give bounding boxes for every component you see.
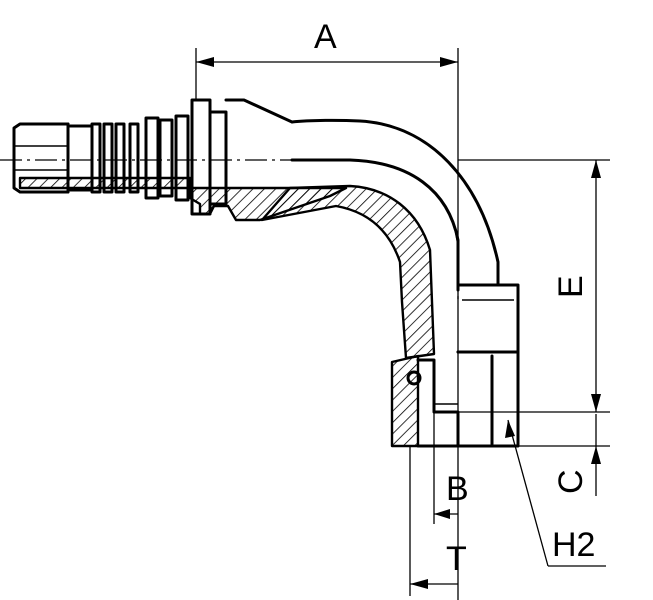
dimension-t (409, 446, 458, 596)
dimension-a (195, 48, 459, 600)
label-e: E (552, 275, 590, 298)
label-b: B (446, 470, 469, 508)
barb-ridges (90, 114, 190, 202)
section-hatch-elbow (260, 184, 436, 360)
dimension-e (458, 159, 610, 413)
label-a: A (314, 18, 337, 56)
label-c: C (552, 469, 590, 494)
dimension-c (518, 414, 610, 496)
dimension-b (433, 412, 458, 524)
elbow-body (260, 118, 500, 360)
hose-tail (12, 98, 294, 216)
leader-h2 (505, 419, 606, 567)
label-h2: H2 (552, 526, 595, 564)
bend-centerline (0, 159, 459, 300)
swivel-nut (390, 283, 520, 448)
label-t: T (446, 540, 467, 578)
o-ring-icon (406, 370, 422, 386)
section-hatch-nut (390, 354, 420, 448)
